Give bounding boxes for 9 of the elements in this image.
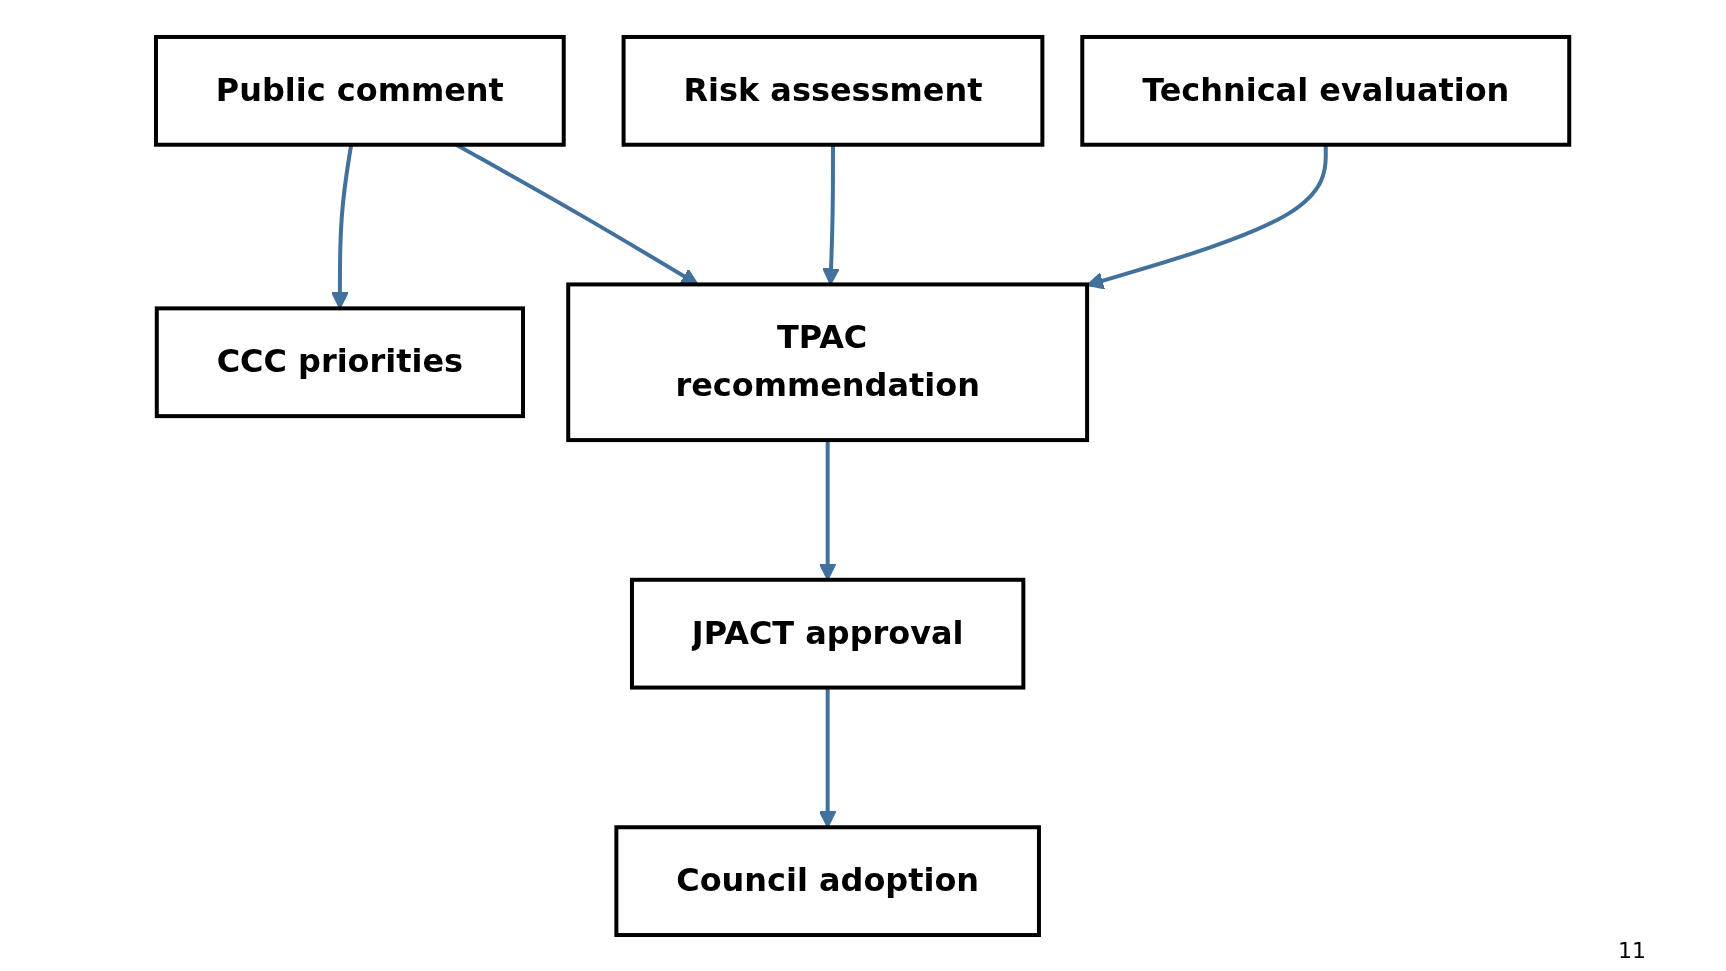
node-box: JPACT approval <box>630 577 1026 690</box>
node-box: Technical evaluation <box>1080 34 1572 147</box>
node-box: Council adoption <box>614 824 1042 937</box>
node-box: Public comment <box>154 34 567 147</box>
node-box: Risk assessment <box>622 34 1045 147</box>
node-box: TPAC recommendation <box>566 281 1090 442</box>
arrow <box>1086 144 1329 289</box>
node-box: CCC priorities <box>155 305 526 418</box>
page-number: 11 <box>1618 938 1646 963</box>
